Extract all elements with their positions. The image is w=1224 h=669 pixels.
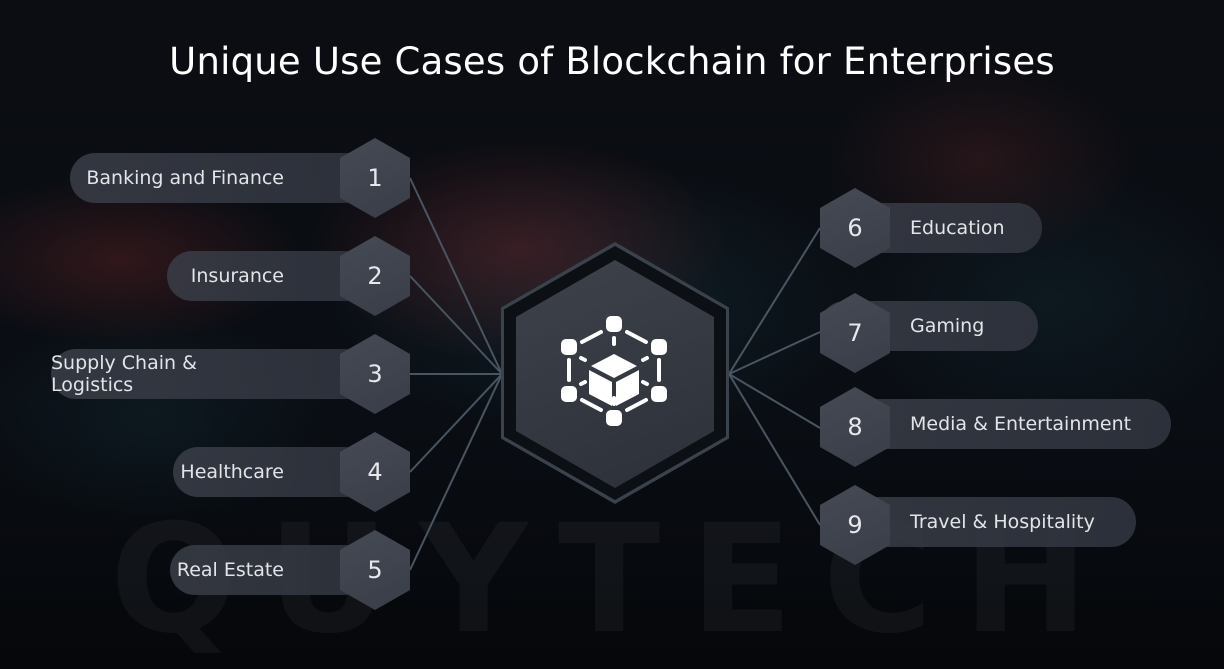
page-title: Unique Use Cases of Blockchain for Enter… (169, 40, 1055, 83)
use-case-label: Banking and Finance (86, 167, 284, 189)
number-badge: 7 (820, 293, 890, 373)
number-badge: 8 (820, 387, 890, 467)
number-badge: 3 (340, 334, 410, 414)
use-case-real-estate: Real Estate (170, 545, 370, 595)
use-case-insurance: Insurance (167, 251, 370, 301)
use-case-healthcare: Healthcare (173, 447, 370, 497)
number-badge: 4 (340, 432, 410, 512)
use-case-label: Media & Entertainment (910, 413, 1132, 435)
use-case-banking-finance: Banking and Finance (70, 153, 370, 203)
blockchain-network-cube-icon (561, 316, 667, 426)
use-case-label: Supply Chain & Logistics (51, 352, 197, 396)
use-case-supply-chain: Supply Chain & Logistics (51, 349, 370, 399)
use-case-label: Insurance (190, 265, 284, 287)
number-badge: 6 (820, 188, 890, 268)
use-case-label: Education (910, 217, 1005, 239)
use-case-label: Real Estate (176, 559, 284, 581)
use-case-label: Healthcare (180, 461, 284, 483)
use-case-label: Gaming (910, 315, 985, 337)
use-case-label: Travel & Hospitality (910, 511, 1095, 533)
